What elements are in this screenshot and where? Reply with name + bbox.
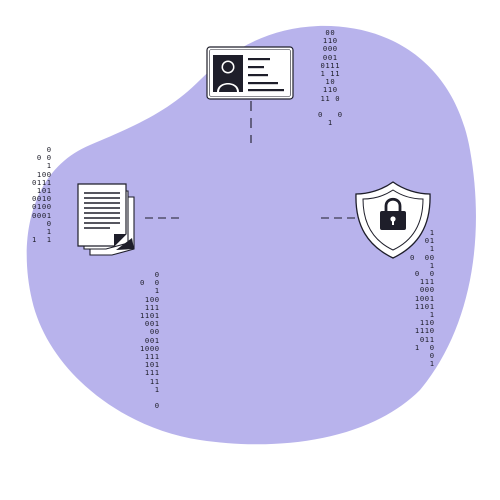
binary-stream-bottom-left: 0 0 0 1 100 111 1101 001 00 001 1000 111… [140,270,160,411]
shield-lock-icon [355,181,431,259]
connector-lines [145,101,358,219]
documents-icon [77,183,135,256]
binary-stream-right: 1 01 1 0 00 1 0 0 111 000 1001 1101 1 11… [410,228,435,369]
id-card-icon [206,46,294,100]
binary-stream-top-right: 00 110 000 001 0111 1 11 10 110 11 0 0 0… [318,28,343,128]
binary-stream-left: 0 0 0 1 100 0111 101 0010 0100 0001 0 1 … [32,145,52,245]
background-blob [26,25,476,445]
